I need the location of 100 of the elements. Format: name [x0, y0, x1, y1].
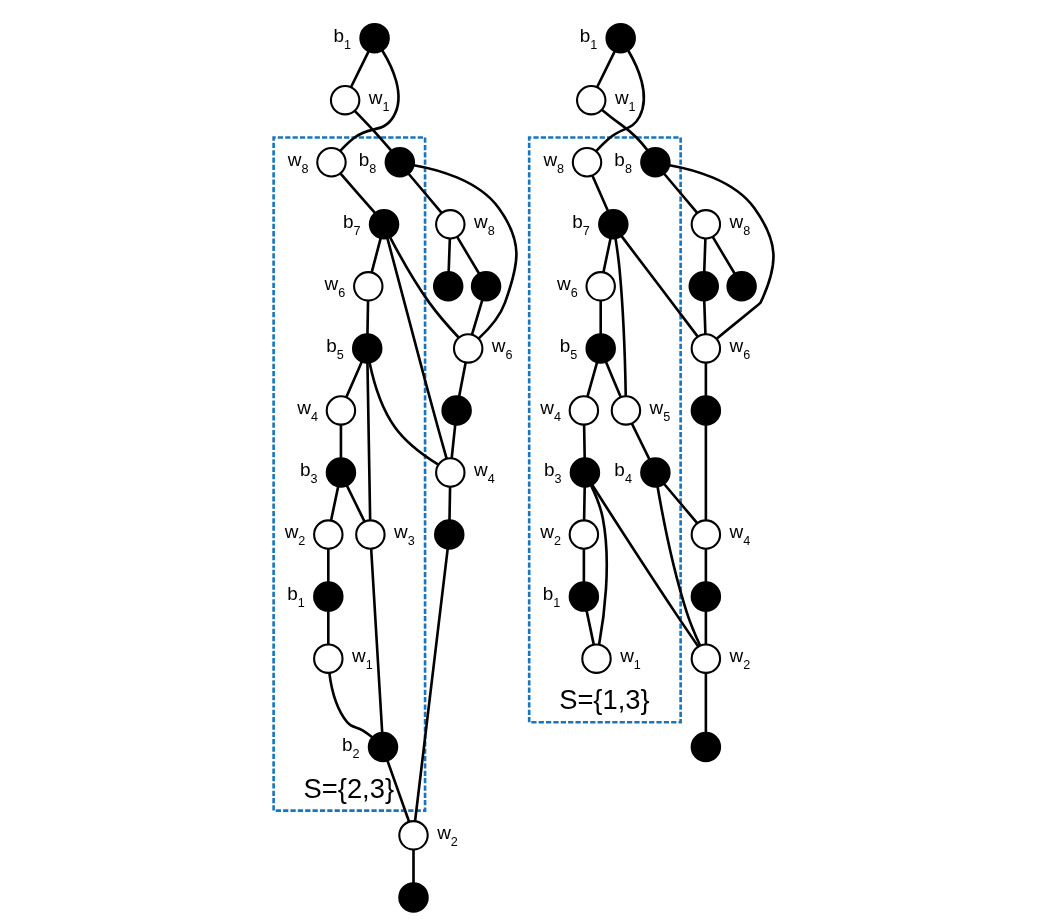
- node-circle: [313, 518, 344, 550]
- node-circle: [367, 731, 399, 762]
- node-circle: [688, 270, 719, 302]
- connector: [630, 422, 651, 460]
- node-label: b$_{8}$: [614, 148, 632, 176]
- node-circle: [329, 84, 361, 115]
- connector: [413, 548, 449, 821]
- connector: [591, 483, 700, 647]
- node-label: b$_{4}$: [614, 458, 632, 486]
- node-circle: [726, 270, 757, 302]
- connector: [704, 672, 708, 733]
- node-label: b$_{7}$: [572, 210, 590, 238]
- node-label: w$_{4}$: [473, 458, 495, 486]
- node-label: b$_{1}$: [333, 24, 352, 52]
- node-label: b$_{3}$: [543, 458, 562, 486]
- connector: [702, 238, 707, 272]
- node-circle: [398, 881, 429, 913]
- node-circle: [690, 580, 722, 612]
- node-label: w$_{4}$: [729, 520, 751, 548]
- node-circle: [353, 270, 384, 302]
- node-circle: [325, 394, 357, 426]
- connector: [413, 163, 518, 340]
- node-circle: [441, 394, 472, 426]
- node-label: b$_{5}$: [559, 334, 578, 362]
- node-label: w$_{1}$: [351, 644, 373, 672]
- node-label: w$_{5}$: [649, 396, 671, 424]
- connector: [470, 299, 484, 335]
- connector: [353, 109, 392, 151]
- connector: [620, 234, 699, 337]
- node-circle: [568, 394, 600, 426]
- node-label: w$_{6}$: [324, 272, 346, 300]
- connector: [704, 548, 708, 582]
- node-circle: [690, 518, 722, 550]
- node-circle: [640, 146, 671, 177]
- node-circle: [398, 819, 429, 851]
- connector: [339, 424, 343, 458]
- node-label: w$_{2}$: [540, 520, 561, 548]
- node-label: w$_{6}$: [557, 272, 578, 300]
- node-circle: [452, 332, 484, 364]
- node-label: b$_{1}$: [542, 582, 561, 610]
- node-circle: [571, 146, 603, 177]
- node-circle: [435, 456, 466, 488]
- connector: [366, 300, 370, 334]
- node-label: b$_{5}$: [326, 334, 344, 362]
- connector: [614, 237, 628, 396]
- node-label: b$_{8}$: [358, 148, 377, 176]
- connector: [711, 235, 736, 274]
- node-label: w$_{4}$: [540, 396, 561, 424]
- node-label: w$_{2}$: [284, 520, 306, 548]
- node-label: w$_{8}$: [287, 148, 309, 176]
- connector: [339, 172, 376, 214]
- node-circle: [581, 642, 612, 674]
- connector: [582, 424, 586, 458]
- connector: [407, 172, 443, 214]
- node-label: w$_{4}$: [297, 396, 318, 424]
- connector: [599, 300, 602, 334]
- connector: [369, 548, 384, 733]
- connector: [329, 485, 340, 521]
- node-label: w$_{8}$: [473, 210, 495, 238]
- connector: [596, 50, 616, 88]
- node-circle: [359, 22, 390, 53]
- connector: [591, 174, 610, 211]
- connector: [457, 361, 467, 397]
- node-circle: [640, 456, 671, 488]
- node-circle: [568, 580, 600, 612]
- node-circle: [569, 456, 601, 488]
- node-circle: [610, 394, 642, 426]
- node-circle: [368, 208, 400, 240]
- node-circle: [690, 394, 722, 426]
- node-circle: [313, 642, 344, 674]
- node-circle: [598, 208, 629, 240]
- node-label: w$_{1}$: [368, 86, 390, 114]
- connector: [656, 486, 702, 646]
- connector: [595, 49, 646, 152]
- connector: [448, 486, 452, 520]
- connector: [328, 672, 374, 738]
- connector: [669, 163, 775, 340]
- connector: [447, 238, 452, 272]
- node-circle: [316, 146, 347, 177]
- node-circle: [568, 518, 600, 550]
- connector: [702, 300, 707, 334]
- node-circle: [605, 22, 636, 53]
- node-circle: [576, 84, 607, 115]
- node-label: b$_{3}$: [299, 458, 318, 486]
- node-label: b$_{1}$: [287, 582, 305, 610]
- connector: [370, 237, 382, 273]
- connector: [450, 424, 457, 458]
- node-circle: [470, 270, 502, 302]
- node-label: w$_{1}$: [620, 644, 641, 672]
- connector: [585, 609, 596, 645]
- node-circle: [435, 208, 466, 240]
- node-circle: [690, 731, 722, 762]
- connector: [582, 548, 586, 582]
- connector: [704, 424, 708, 520]
- node-label: b$_{1}$: [579, 24, 598, 52]
- node-label: w$_{8}$: [543, 148, 565, 176]
- node-label: b$_{7}$: [343, 210, 361, 238]
- connector: [345, 360, 364, 397]
- connector: [663, 482, 699, 524]
- node-circle: [690, 332, 722, 364]
